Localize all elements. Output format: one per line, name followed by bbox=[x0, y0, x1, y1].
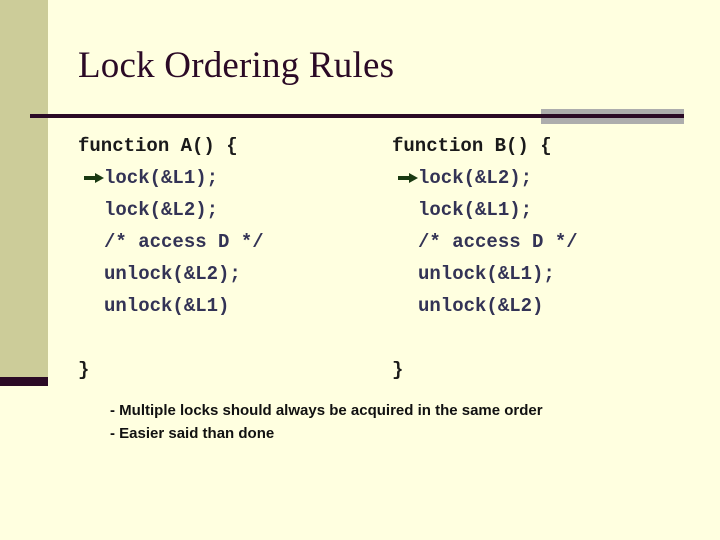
note-line: - Easier said than done bbox=[110, 425, 275, 442]
code-line-text: lock(&L1); bbox=[104, 167, 219, 189]
code-line-text: lock(&L2); bbox=[104, 199, 219, 221]
code-line: /* access D */ bbox=[392, 226, 578, 258]
code-spacer bbox=[392, 322, 578, 354]
code-area: function A() { lock(&L1); lock(&L2); /* acc… bbox=[0, 130, 720, 381]
code-line: unlock(&L2) bbox=[392, 290, 578, 322]
code-line-text: unlock(&L2) bbox=[418, 295, 544, 317]
arrow-right-icon bbox=[84, 173, 104, 183]
code-line-text: lock(&L1); bbox=[418, 199, 533, 221]
code-line-header-b: function B() { bbox=[392, 135, 552, 157]
arrow-right-icon bbox=[398, 173, 418, 183]
code-spacer bbox=[78, 322, 264, 354]
title-rule bbox=[30, 114, 684, 118]
code-line-closing-brace-a: } bbox=[78, 359, 90, 381]
code-line: unlock(&L1); bbox=[392, 258, 578, 290]
code-line-text: /* access D */ bbox=[418, 231, 578, 253]
code-line-text: unlock(&L1); bbox=[418, 263, 555, 285]
decorative-side-band-foot bbox=[0, 377, 48, 386]
code-line: lock(&L1); bbox=[392, 194, 578, 226]
code-line: unlock(&L1) bbox=[78, 290, 264, 322]
code-line: unlock(&L2); bbox=[78, 258, 264, 290]
code-line: lock(&L2); bbox=[392, 162, 578, 194]
note-line: - Multiple locks should always be acquir… bbox=[110, 402, 543, 419]
code-line-text: /* access D */ bbox=[104, 231, 264, 253]
page-title: Lock Ordering Rules bbox=[78, 45, 395, 86]
code-line: lock(&L2); bbox=[78, 194, 264, 226]
code-block-function-a: function A() { lock(&L1); lock(&L2); /* acc… bbox=[78, 130, 264, 386]
code-line-text: unlock(&L2); bbox=[104, 263, 241, 285]
code-line-closing-brace-b: } bbox=[392, 359, 404, 381]
decorative-side-band bbox=[0, 0, 48, 377]
notes-list: - Multiple locks should always be acquir… bbox=[110, 399, 543, 445]
code-line-header-a: function A() { bbox=[78, 135, 238, 157]
code-block-function-b: function B() { lock(&L2); lock(&L1); /* acc… bbox=[392, 130, 578, 386]
code-line: lock(&L1); bbox=[78, 162, 264, 194]
code-line-text: lock(&L2); bbox=[418, 167, 533, 189]
code-line-text: unlock(&L1) bbox=[104, 295, 230, 317]
code-line: /* access D */ bbox=[78, 226, 264, 258]
